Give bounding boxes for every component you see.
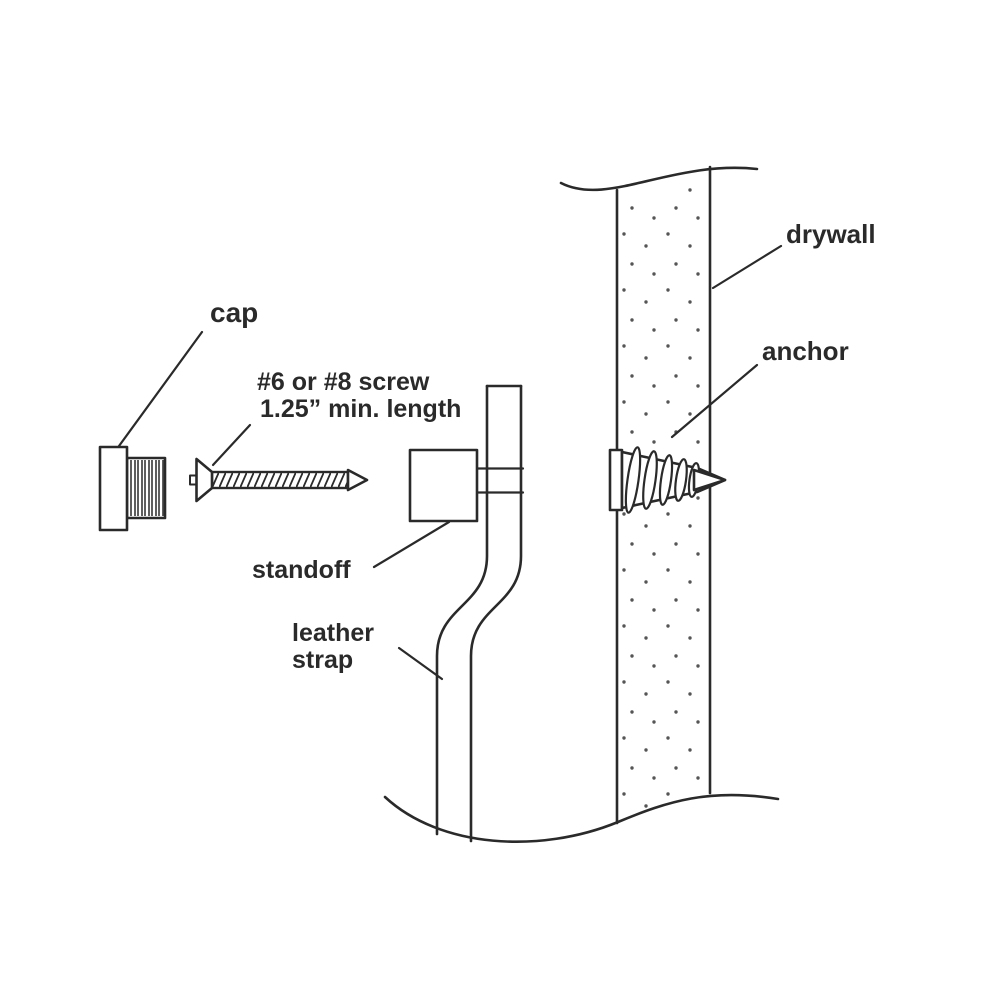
drywall-label: drywall xyxy=(786,219,876,249)
anchor-thread xyxy=(624,446,642,514)
anchor-label: anchor xyxy=(762,336,849,366)
screw-head xyxy=(195,457,214,503)
screw-tip xyxy=(346,468,369,492)
screw-leader-line xyxy=(211,423,252,467)
anchor-thread xyxy=(658,454,674,506)
standoff-body xyxy=(408,448,479,523)
strap-left-edge xyxy=(435,384,489,836)
leather-strap xyxy=(435,384,525,843)
screw-label-line2: 1.25” min. length xyxy=(260,395,461,423)
cap xyxy=(98,445,167,532)
anchor-flange xyxy=(608,448,624,512)
anchor-tip xyxy=(692,468,727,492)
standoff-leader-line xyxy=(372,520,451,569)
drywall-leader-line xyxy=(711,244,783,290)
anchor-leader-line xyxy=(670,363,759,439)
screw-shaft xyxy=(210,470,350,490)
standoff-label: standoff xyxy=(252,556,351,584)
cap-knurl-lines xyxy=(130,460,164,516)
drywall-anchor xyxy=(608,446,727,514)
anchor-thread xyxy=(642,450,658,510)
screw xyxy=(189,457,369,503)
strap-right-edge xyxy=(469,384,523,843)
cap-label: cap xyxy=(210,297,258,328)
strap-bushing-lines xyxy=(475,467,525,494)
cap-leader-line xyxy=(117,330,204,448)
leather-label-line1: leather xyxy=(292,619,374,647)
anchor-thread xyxy=(674,458,688,502)
cap-head xyxy=(98,445,129,532)
leather-label-line2: strap xyxy=(292,646,353,674)
leather-leader-line xyxy=(397,646,444,681)
break-line-bottom xyxy=(383,793,780,844)
standoff-block xyxy=(408,448,479,523)
screw-label-line1: #6 or #8 screw xyxy=(257,368,430,396)
break-line-top xyxy=(559,166,759,192)
